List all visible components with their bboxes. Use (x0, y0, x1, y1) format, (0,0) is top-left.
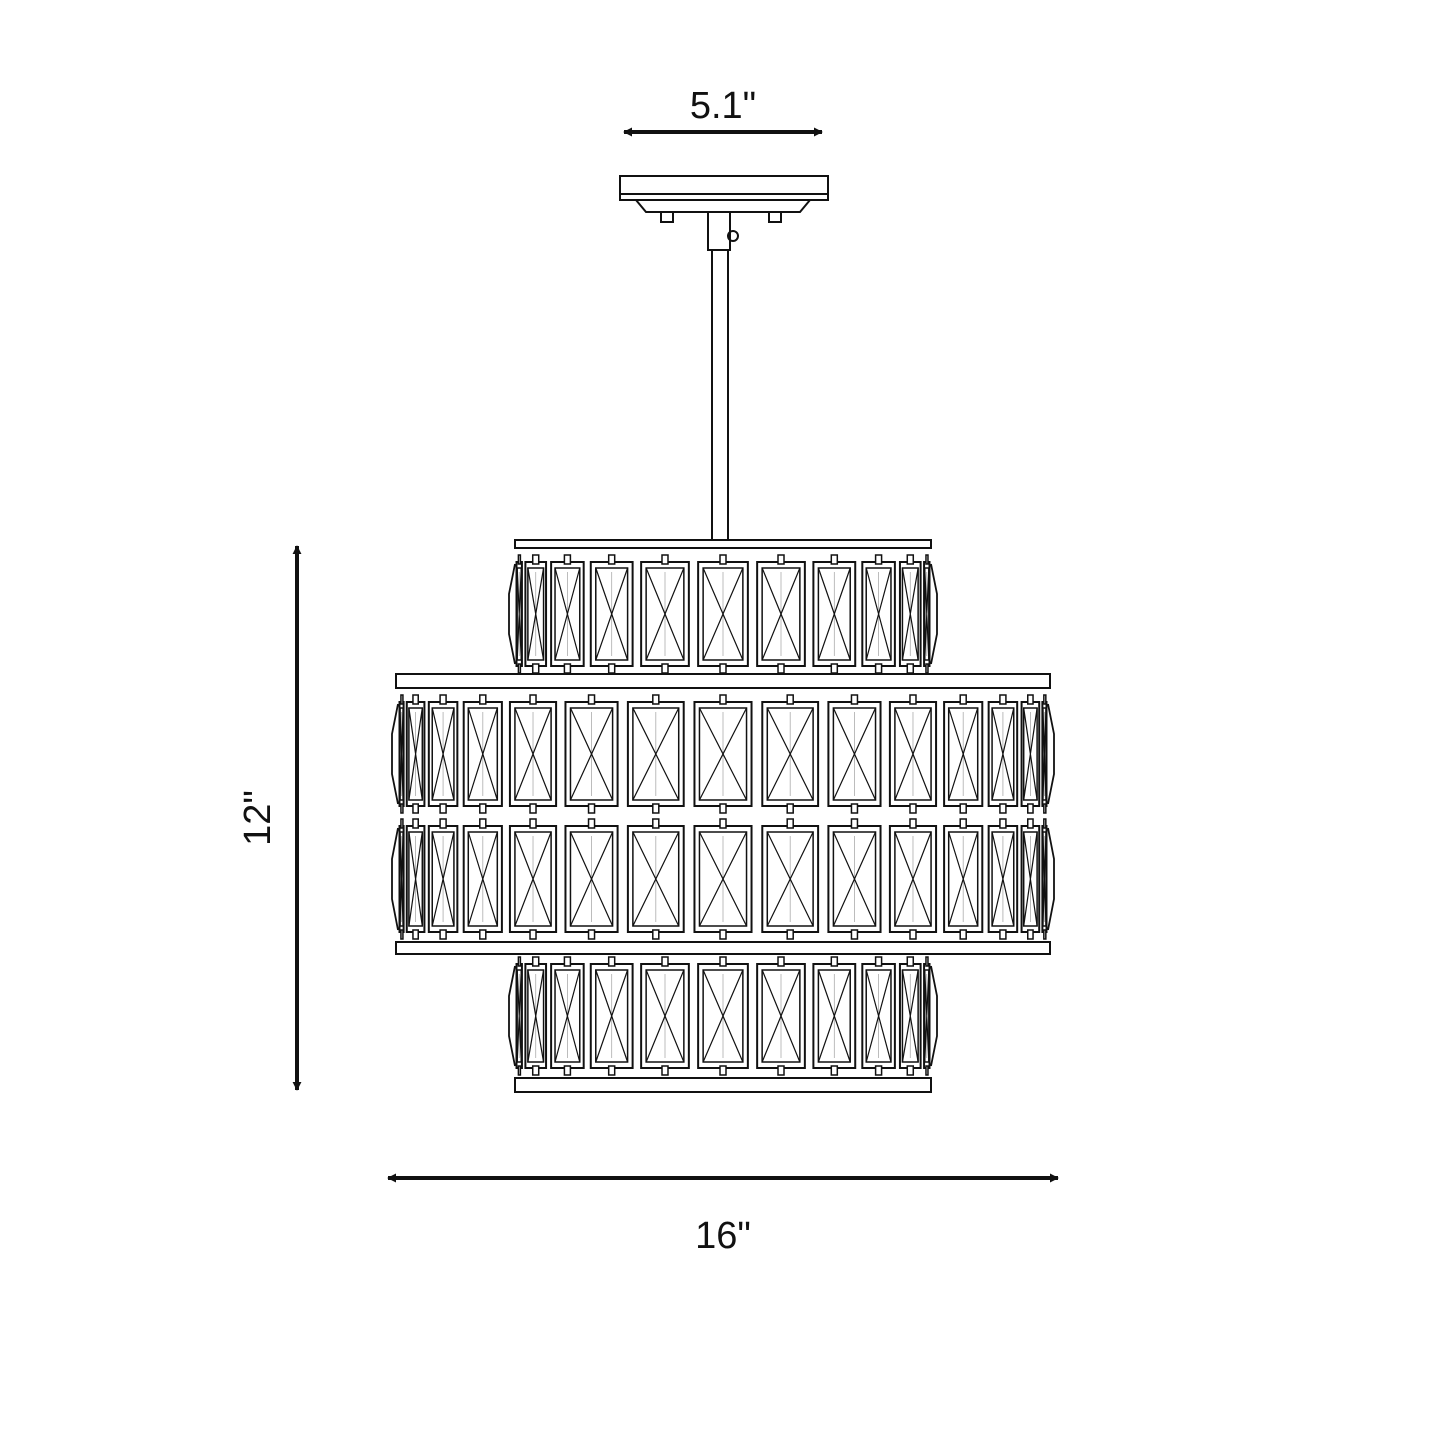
rod-coupler (708, 212, 730, 250)
top-tier-crystal-panel (862, 555, 895, 673)
middle-tier-bottom-ring (396, 942, 1050, 954)
middle-tier-lower-crystal-panel (890, 819, 936, 939)
middle-tier-upper-crystal-panel (890, 695, 936, 813)
middle-tier-lower-crystal-panel (400, 819, 404, 939)
middle-tier-lower-edge-right (1048, 828, 1054, 930)
top-tier-crystal-panel (591, 555, 633, 673)
middle-tier-upper-crystal-panel (694, 695, 751, 813)
top-tier-crystal-panel (525, 555, 546, 673)
middle-tier-lower-crystal-panel (407, 819, 425, 939)
middle-tier-upper-crystal-panel (762, 695, 818, 813)
top-tier-ring (515, 540, 931, 548)
middle-tier-upper-crystal-panel (407, 695, 425, 813)
bottom-tier-edge-left (509, 966, 515, 1066)
middle-tier-lower-edge-left (392, 828, 398, 930)
bottom-tier-crystal-panel (517, 957, 522, 1075)
canopy-screw-left (661, 212, 673, 222)
bottom-tier-crystal-panel (757, 957, 805, 1075)
middle-tier-upper-crystal-panel (1022, 695, 1040, 813)
bottom-tier (509, 957, 937, 1092)
bottom-tier-crystal-panel (551, 957, 584, 1075)
top-tier-crystal-panel (813, 555, 855, 673)
canopy-screw-right (769, 212, 781, 222)
bottom-tier-crystal-panel (591, 957, 633, 1075)
bottom-tier-crystal-panel (862, 957, 895, 1075)
middle-tier-upper-crystal-panel (828, 695, 880, 813)
middle-tier-lower-crystal-panel (628, 819, 684, 939)
middle-tier-upper-crystal-panel (944, 695, 982, 813)
bottom-tier-crystal-panel (813, 957, 855, 1075)
bottom-tier-crystal-panel (641, 957, 689, 1075)
middle-tier-lower-crystal-panel (510, 819, 556, 939)
middle-tier-upper-edge-right (1048, 704, 1054, 804)
down-rod (712, 250, 728, 540)
bottom-tier-crystal-panel (900, 957, 921, 1075)
top-tier-crystal-panel (517, 555, 522, 673)
middle-tier (392, 674, 1054, 954)
top-tier-crystal-panel (551, 555, 584, 673)
middle-tier-lower-crystal-panel (464, 819, 502, 939)
middle-tier-upper-crystal-panel (989, 695, 1018, 813)
width-label: 16" (695, 1215, 751, 1257)
middle-tier-lower-crystal-panel (429, 819, 458, 939)
middle-tier-lower-crystal-panel (694, 819, 751, 939)
crystal-drum-fixture (392, 540, 1054, 1092)
height-dimension: 12" (237, 545, 302, 1091)
middle-tier-upper-crystal-panel (510, 695, 556, 813)
canopy-width-dimension: 5.1" (623, 85, 823, 137)
height-label: 12" (237, 790, 279, 846)
middle-tier-top-ring (396, 674, 1050, 688)
middle-tier-lower-crystal-panel (989, 819, 1018, 939)
top-tier-crystal-panel (757, 555, 805, 673)
middle-tier-upper-crystal-panel (464, 695, 502, 813)
middle-tier-upper-crystal-panel (1042, 695, 1046, 813)
middle-tier-lower-crystal-panel (944, 819, 982, 939)
middle-tier-lower-crystal-panel (1022, 819, 1040, 939)
middle-tier-lower-crystal-panel (828, 819, 880, 939)
middle-tier-upper-crystal-panel (628, 695, 684, 813)
middle-tier-upper-crystal-panel (429, 695, 458, 813)
bottom-tier-edge-right (931, 966, 937, 1066)
middle-tier-lower-crystal-panel (565, 819, 617, 939)
width-dimension: 16" (387, 1173, 1059, 1257)
top-tier-crystal-panel (924, 555, 929, 673)
top-tier-edge-left (509, 564, 515, 664)
bottom-tier-crystal-panel (924, 957, 929, 1075)
middle-tier-lower-crystal-panel (1042, 819, 1046, 939)
middle-tier-upper-crystal-panel (565, 695, 617, 813)
top-tier-crystal-panel (641, 555, 689, 673)
middle-tier-upper-crystal-panel (400, 695, 404, 813)
middle-tier-upper-edge-left (392, 704, 398, 804)
bottom-tier-crystal-panel (525, 957, 546, 1075)
top-tier-crystal-panel (698, 555, 748, 673)
ceiling-canopy (620, 176, 828, 540)
top-tier-crystal-panel (900, 555, 921, 673)
middle-tier-lower-crystal-panel (762, 819, 818, 939)
canopy-width-label: 5.1" (690, 85, 756, 127)
top-tier-edge-right (931, 564, 937, 664)
top-tier (509, 540, 937, 673)
bottom-tier-crystal-panel (698, 957, 748, 1075)
bottom-tier-ring (515, 1078, 931, 1092)
